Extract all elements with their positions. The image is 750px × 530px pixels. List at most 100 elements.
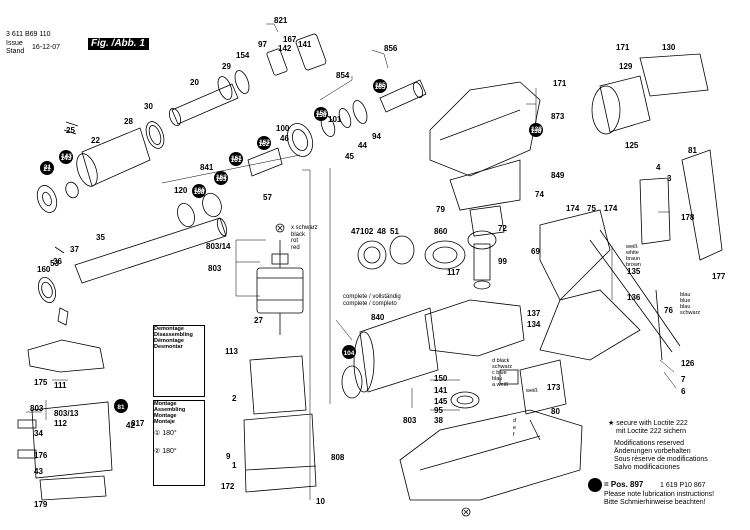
part-label: 175 xyxy=(34,378,48,387)
part-label: 141 xyxy=(434,386,448,395)
part-label: 69 xyxy=(531,247,540,256)
part-label: 145 xyxy=(434,397,448,406)
part-label: 20 xyxy=(190,78,199,87)
part-label: 76 xyxy=(664,306,673,315)
part-label: 141 xyxy=(298,40,312,49)
part-label: 179 xyxy=(34,500,48,509)
part-label: 29 xyxy=(222,62,231,71)
stand-label: Stand xyxy=(6,48,25,55)
part-label: 30 xyxy=(144,102,153,111)
part-label: 22 xyxy=(91,136,100,145)
part-label: 9 xyxy=(226,452,231,461)
top-housing xyxy=(429,81,541,237)
intermediate-flange xyxy=(341,299,525,399)
lubrication-note: Please note lubrication instructions! Bi… xyxy=(604,491,715,506)
part-label: 80 xyxy=(551,407,560,416)
part-label: 161 xyxy=(231,155,242,162)
part-label: 137 xyxy=(527,309,541,318)
motor-housing xyxy=(243,355,317,493)
part-label: 1 xyxy=(232,461,237,470)
part-label: 162 xyxy=(216,174,227,181)
part-label: 178 xyxy=(681,213,695,222)
part-label: 854 xyxy=(336,71,350,80)
part-label: 10 xyxy=(316,497,325,506)
svg-text:138: 138 xyxy=(531,128,542,135)
part-label: 136 xyxy=(627,293,641,302)
part-label: 117 xyxy=(447,268,460,277)
part-label: 34 xyxy=(34,429,43,438)
part-label: 95 xyxy=(434,406,443,415)
assembly-box: Montage Assembling Montage Montaje ① 180… xyxy=(153,400,205,486)
part-label: 171 xyxy=(616,43,630,52)
brush-holder xyxy=(17,339,113,501)
part-label: 100 xyxy=(276,124,290,133)
part-label: 101 xyxy=(328,115,342,124)
part-label: 72 xyxy=(498,224,507,233)
part-label: 47 xyxy=(351,227,360,236)
tool-holder xyxy=(37,217,228,326)
part-label: 21 xyxy=(43,164,52,171)
part-label: 172 xyxy=(221,482,235,491)
part-label: 126 xyxy=(681,359,695,368)
part-label: 821 xyxy=(274,16,288,25)
part-label: 808 xyxy=(331,453,345,462)
part-label: 173 xyxy=(547,383,561,392)
part-label: 102 xyxy=(360,227,374,236)
part-label: 3 xyxy=(667,174,672,183)
piston-assembly xyxy=(177,79,427,228)
part-label: 79 xyxy=(436,205,445,214)
part-label: 46 xyxy=(280,134,289,143)
part-label: 42 xyxy=(126,421,135,430)
part-label: 158 xyxy=(316,110,327,117)
part-label: 81 xyxy=(688,146,697,155)
svg-text:158: 158 xyxy=(316,112,327,119)
callout-circles: 21 143 165 158 161 162 163 168 138 104 8… xyxy=(40,79,602,492)
part-label: 75 xyxy=(587,204,596,213)
part-label: 138 xyxy=(531,126,542,133)
part-label: 177 xyxy=(712,272,726,281)
part-label: 171 xyxy=(553,79,567,88)
part-label: 803 xyxy=(403,416,417,425)
part-label: 7 xyxy=(681,375,686,384)
part-label: 45 xyxy=(345,152,354,161)
issue-label: Issue xyxy=(6,40,23,47)
part-label: 176 xyxy=(34,451,48,460)
part-label: 113 xyxy=(225,347,238,356)
svg-text:21: 21 xyxy=(43,166,51,173)
part-label: 803/14 xyxy=(206,242,231,251)
part-label: 174 xyxy=(604,204,618,213)
part-label: 803/13 xyxy=(54,409,79,418)
part-label: 135 xyxy=(627,267,641,276)
part-label: 97 xyxy=(258,40,267,49)
part-label: 817 xyxy=(131,419,145,428)
part-label: 134 xyxy=(527,320,541,329)
part-label: 99 xyxy=(498,257,507,266)
part-label: 2 xyxy=(232,394,237,403)
figure-label: Fig. /Abb. 1 xyxy=(88,38,149,50)
svg-text:168: 168 xyxy=(194,189,205,196)
pos-number: 1 619 P10 867 xyxy=(660,482,706,489)
svg-text:165: 165 xyxy=(375,84,386,91)
part-label: 163 xyxy=(259,139,270,146)
part-label: 143 xyxy=(61,153,72,160)
svg-text:161: 161 xyxy=(231,157,242,164)
part-label: 142 xyxy=(278,44,292,53)
part-label: 53 xyxy=(50,259,59,268)
svg-text:162: 162 xyxy=(259,141,270,148)
svg-text:143: 143 xyxy=(61,155,72,162)
part-label: 38 xyxy=(434,416,443,425)
part-label: 841 xyxy=(200,163,214,172)
svg-text:81: 81 xyxy=(117,404,125,411)
part-label: 165 xyxy=(375,82,386,89)
svg-text:163: 163 xyxy=(216,176,227,183)
part-label: 94 xyxy=(372,132,381,141)
part-label: 154 xyxy=(236,51,250,60)
part-label: 36 xyxy=(53,257,62,266)
